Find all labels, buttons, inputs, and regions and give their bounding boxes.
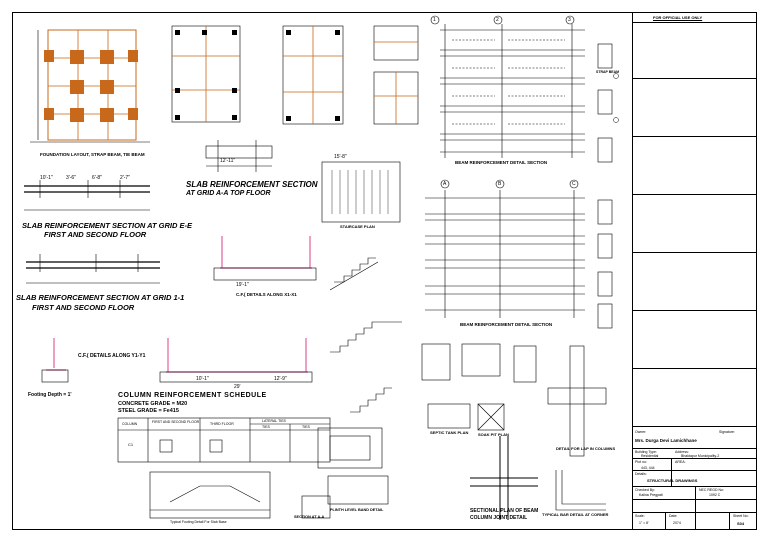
cf-y1-subtitle: Footing Depth = 1' [28,392,72,398]
date: 2074 [673,521,681,525]
staircase-plan-title: STAIRCASE PLAN [340,224,375,229]
slab-11-title: SLAB REINFORCEMENT SECTION AT GRID 1-1 [16,293,185,302]
col-schedule-title: COLUMN REINFORCEMENT SCHEDULE [118,392,267,399]
grid-label: 1 [433,17,436,23]
sectional-plan-subtitle: COLUMN JOINT DETAIL [470,515,528,521]
slab-ee-subtitle: FIRST AND SECOND FLOOR [44,230,147,239]
sheet-no: S04 [737,521,745,526]
date-label: Date: [669,514,678,518]
dim-label: 29' [234,384,241,390]
typical-footing-title: Typical Footing Detail For Slab Base [170,520,227,524]
dim-label: 2'-7" [120,175,130,181]
dim-label: 12'-9" [274,376,287,382]
signature-label: Signature: [719,430,735,434]
grid-label: B [498,181,502,187]
dim-label: 10'-1" [196,376,209,382]
title-block-header [633,12,757,23]
schedule-header-third: THIRD FLOOR [210,422,234,426]
steel-grade: STEEL GRADE = Fe415 [118,408,179,414]
septic-title: SEPTIC TANK PLAN [430,430,469,435]
beam-section-title: BEAM REINFORCEMENT DETAIL SECTION [455,160,548,165]
details-label: Details: [635,472,647,476]
grid-label: C [572,181,576,187]
grid-label: A [443,181,447,187]
sectional-plan-title: SECTIONAL PLAN OF BEAM [470,508,539,514]
address: Bhaktapur Municipality-2 [681,454,720,458]
checked-by: Kalina Pregpati [639,493,663,497]
schedule-header-ties: LATERAL TIES [262,419,286,423]
foundation-title: FOUNDATION LAYOUT, STRAP BEAM, TIE BEAM [40,152,145,157]
slab-ee-title: SLAB REINFORCEMENT SECTION AT GRID E-E [22,221,193,230]
details: STRUCTURAL DRAWINGS [647,478,698,483]
scale: 1" = 8' [639,521,649,525]
nec-label: NEC REGD No: [699,488,724,492]
schedule-header-first: FIRST AND SECOND FLOOR [152,420,200,424]
plot-no-label: Plot no: [635,460,647,464]
grid-label: 2 [496,17,499,23]
official-use-label: FOR OFFICIAL USE ONLY [653,15,703,20]
schedule-row-c1: C1 [128,442,134,447]
address-label: Address: [675,450,689,454]
foundation-outline [47,29,137,141]
area-label: AREA: [675,460,686,464]
dim-label: 10'-1" [40,175,53,181]
slab-aa-title: SLAB REINFORCEMENT SECTION [186,180,318,189]
lap-title: DETAIL FOR LAP IN COLUMNS [556,446,616,451]
plinth-title: PLINTH LEVEL BAND DETAIL [330,508,384,512]
slab-11-subtitle: FIRST AND SECOND FLOOR [32,303,135,312]
grid-label: 3 [568,17,571,23]
strap-beam-title: STRAP BEAM [596,70,620,74]
beam-elev-title: BEAM REINFORCEMENT DETAIL SECTION [460,322,553,327]
owner-name: Mrs. Durga Devi Lamichhane [635,438,697,443]
cf-y1-title: C.F.( DETAILS ALONG Y1-Y1 [78,353,146,359]
nec-number: 1092 C [709,493,721,497]
plot-no: 443, 444 [641,466,655,470]
typical-bar-title: TYPICAL BAR DETAIL AT CORNER [542,512,609,517]
scale-label: Scale: [635,514,645,518]
building-type: Residential [641,454,659,458]
schedule-header-column: COLUMN [122,422,138,426]
owner-label: Owner: [635,430,647,434]
dim-label: 19'-1" [236,282,249,288]
dim-label: 6'-8" [92,175,102,181]
concrete-grade: CONCRETE GRADE = M20 [118,401,188,407]
cf-x1-title: C.F.( DETAILS ALONG X1-X1 [236,292,297,297]
building-type-label: Building Type: [635,450,657,454]
section-aa-title: SECTION AT A-A [294,515,325,519]
soak-title: SOAK PIT PLAN [478,432,509,437]
dim-label: 15'-8" [334,154,347,160]
schedule-subheader-2: TIES [302,425,310,429]
slab-aa-subtitle: AT GRID A-A TOP FLOOR [186,190,271,197]
dim-label: 12'-11" [220,158,236,164]
checked-by-label: Checked By: [635,488,655,492]
dim-label: 3'-6" [66,175,76,181]
drawing-border [12,12,757,530]
title-block: FOR OFFICIAL USE ONLY Owner: Signature: … [632,12,757,530]
schedule-subheader-1: TIES [262,425,270,429]
sheet-no-label: Sheet No: [733,514,749,518]
